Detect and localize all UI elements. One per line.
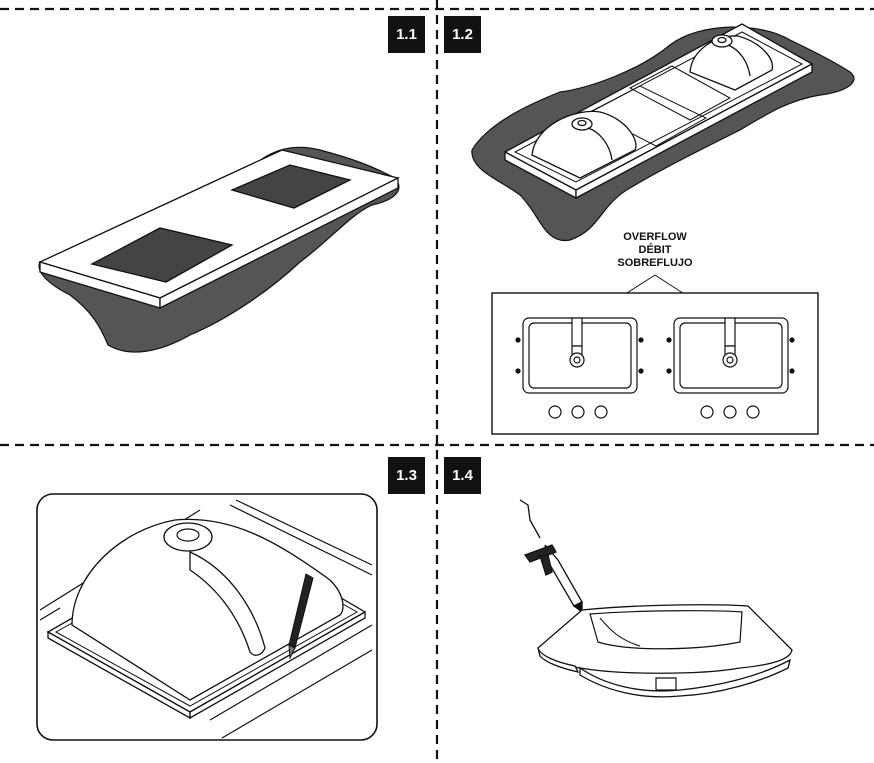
basin-underside	[579, 658, 791, 698]
counter-edge-line-5	[209, 624, 373, 721]
counter-edge-line-4	[235, 499, 373, 566]
basin-top-right	[666, 317, 795, 419]
basin-top-left	[515, 317, 644, 419]
basin-flange-edge-right	[189, 610, 366, 720]
counter-edge-line-6	[221, 649, 373, 739]
panel-1-2-assembly	[471, 23, 855, 242]
counter-edge-line-3	[229, 504, 373, 576]
sink-cutout-right	[230, 164, 352, 209]
callout-line-es: SOBREFLUJO	[617, 257, 693, 269]
frame-inner	[513, 31, 804, 183]
frame-side	[575, 62, 813, 200]
overflow-cap-inner	[176, 528, 200, 542]
panel-1-3-tracing	[36, 493, 378, 741]
panel-1-4-sealant	[519, 499, 793, 698]
callout-line-fr: DÉBIT	[638, 244, 672, 256]
overflow-channel	[189, 550, 266, 656]
step-badge-1-4: 1.4	[444, 457, 481, 494]
countertop-side-edge	[159, 176, 399, 310]
step-badge-1-3: 1.3	[388, 457, 425, 494]
basin-right	[689, 34, 773, 91]
step-badge-1-2: 1.2	[444, 16, 481, 53]
pencil-icon	[288, 573, 314, 660]
counter-edge-line-2	[39, 607, 61, 621]
countertop-top-view	[491, 292, 819, 435]
basin-front-skirt	[537, 647, 580, 673]
frame-panels	[588, 65, 732, 147]
basin-bowl	[589, 610, 743, 650]
caulk-gun-icon	[519, 499, 583, 614]
basin-drain	[655, 677, 677, 691]
basin-left	[531, 110, 637, 179]
panel-1-1-countertop	[38, 146, 400, 353]
basin-bowl-shading	[599, 617, 641, 647]
basin-dome	[71, 518, 344, 701]
step-badge-1-1: 1.1	[388, 16, 425, 53]
overflow-callout: OVERFLOW DÉBIT SOBREFLUJO	[600, 231, 710, 270]
sink-cutout-left	[90, 227, 234, 283]
callout-line-en: OVERFLOW	[623, 231, 687, 243]
